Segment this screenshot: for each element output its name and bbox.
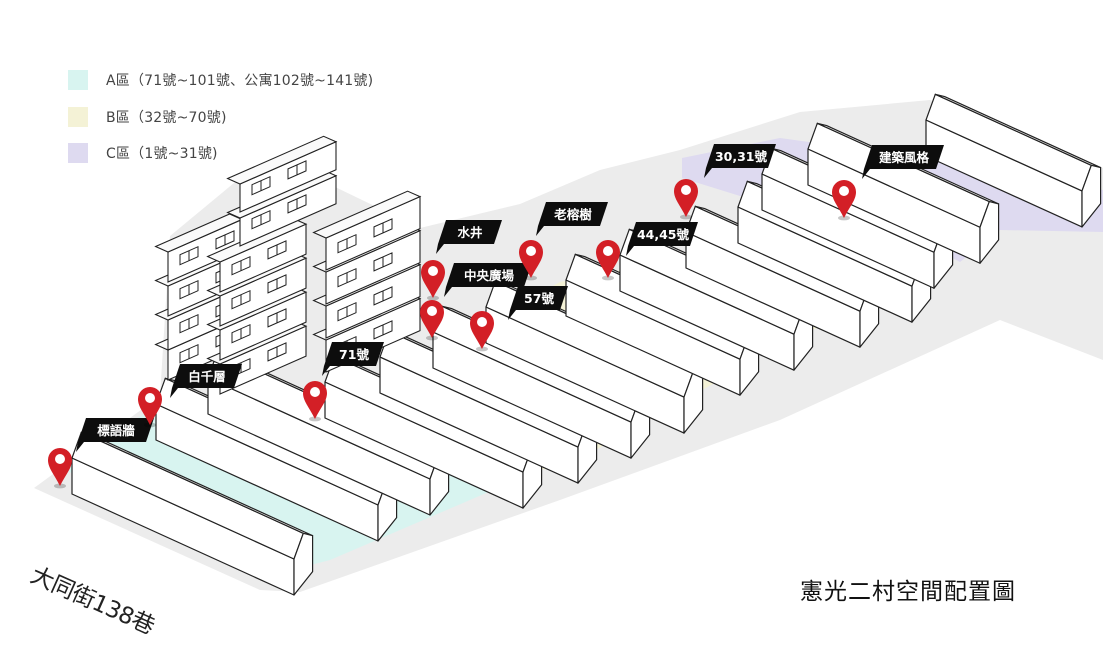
map-pin-icon [470, 311, 494, 352]
apartment-floor [226, 135, 338, 213]
marker-tag: 57號 [508, 286, 568, 320]
legend-swatch-zone-b [68, 106, 88, 127]
legend-item-zone-a: A區（71號~101號、公寓102號~141號) [68, 70, 373, 90]
legend-label-zone-c: C區（1號~31號) [106, 146, 218, 162]
marker[interactable]: 白千層 [138, 364, 242, 428]
legend-item-zone-b: B區（32號~70號) [68, 106, 373, 127]
legend-swatch-zone-a [68, 70, 88, 90]
map-pin-icon [519, 240, 543, 281]
marker[interactable]: 中央廣場 [420, 263, 532, 341]
marker-label: 57號 [524, 291, 554, 306]
legend-label-zone-a: A區（71號~101號、公寓102號~141號) [106, 73, 374, 89]
marker-label: 老榕樹 [553, 207, 592, 222]
marker-label: 建築風格 [879, 150, 930, 165]
marker-label: 71號 [339, 347, 369, 362]
marker[interactable]: 71號 [303, 342, 384, 422]
marker-label: 44,45號 [637, 227, 690, 242]
marker-tag: 建築風格 [862, 145, 944, 179]
map-pin-icon [674, 179, 698, 220]
map-pin-icon [832, 180, 856, 221]
marker-tag: 44,45號 [626, 222, 698, 256]
map-pin-icon [138, 387, 162, 428]
legend-label-zone-b: B區（32號~70號) [106, 109, 227, 126]
marker[interactable]: 建築風格 [832, 145, 944, 221]
marker-tag: 白千層 [170, 364, 242, 398]
marker-tag: 標語牆 [76, 418, 154, 452]
marker[interactable]: 水井 [421, 220, 502, 301]
marker-tag: 老榕樹 [536, 202, 608, 236]
building-layer [71, 93, 1102, 596]
marker-tag: 30,31號 [704, 144, 776, 178]
map-pin-icon [596, 240, 620, 281]
map-pin-icon [303, 381, 327, 422]
marker-label: 水井 [457, 225, 483, 240]
marker[interactable]: 30,31號 [674, 144, 776, 220]
marker[interactable]: 57號 [470, 286, 568, 352]
marker-tag: 71號 [322, 342, 384, 376]
map-pin-icon [421, 260, 445, 301]
legend-swatch-zone-c [68, 143, 88, 163]
marker[interactable]: 44,45號 [596, 222, 698, 281]
marker-tag: 水井 [436, 220, 502, 254]
map-pin-icon [48, 448, 72, 489]
row-house [71, 431, 314, 596]
legend: A區（71號~101號、公寓102號~141號) B區（32號~70號) C區（… [68, 70, 373, 180]
legend-item-zone-c: C區（1號~31號) [68, 143, 373, 163]
marker-label: 白千層 [188, 369, 226, 384]
marker-label: 標語牆 [97, 423, 135, 438]
marker[interactable]: 標語牆 [48, 418, 154, 489]
marker-tag: 中央廣場 [444, 263, 532, 297]
apartment-floor [312, 190, 422, 271]
marker-label: 中央廣場 [464, 268, 515, 283]
map-pin-icon [420, 300, 444, 341]
map-title: 憲光二村空間配置圖 [800, 579, 1016, 605]
marker-label: 30,31號 [715, 149, 768, 164]
marker[interactable]: 老榕樹 [519, 202, 608, 281]
row-house [925, 93, 1102, 228]
